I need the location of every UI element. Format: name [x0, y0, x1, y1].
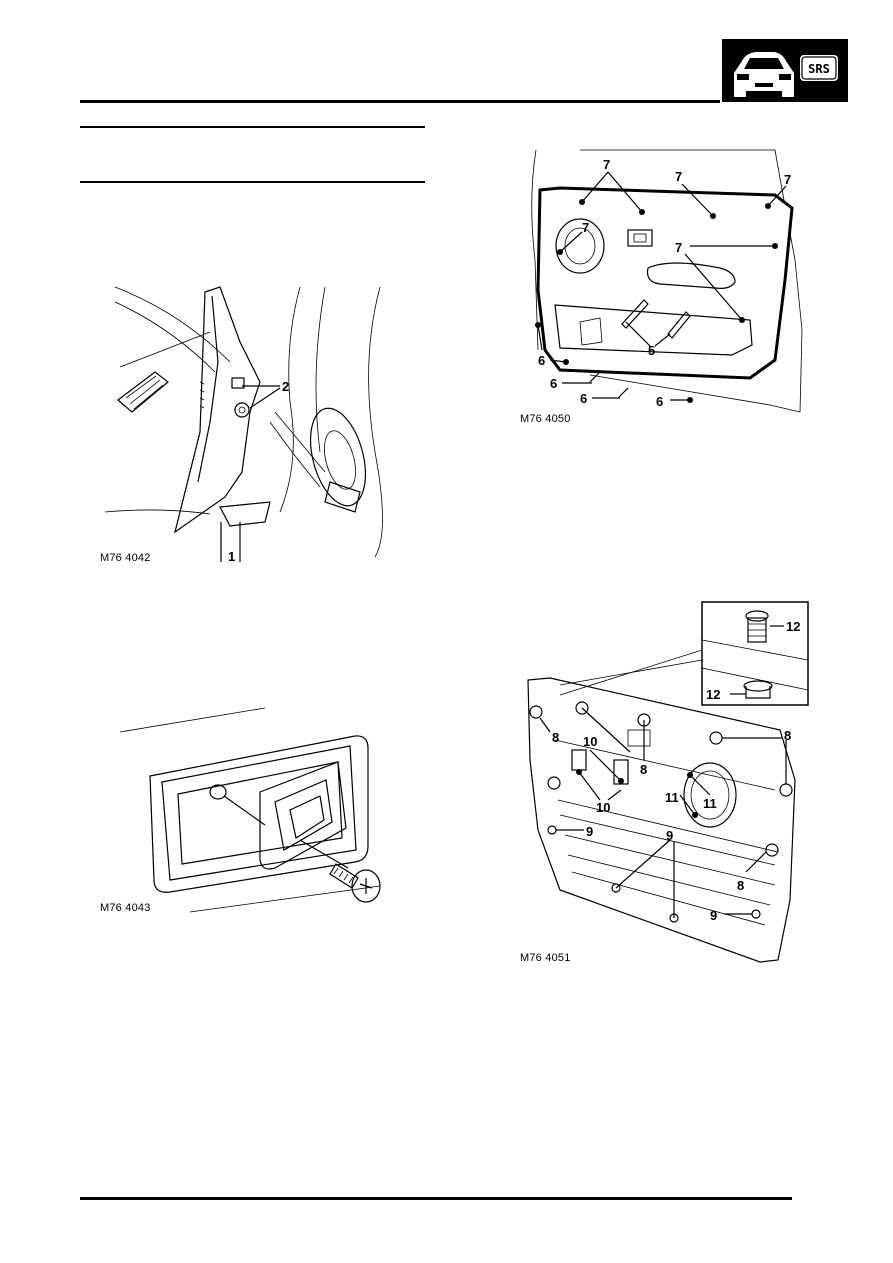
srs-label: SRS: [808, 62, 830, 76]
trim-clip-icons: [529, 701, 793, 857]
callout-8-c: 8: [784, 728, 791, 743]
screw-icon: [329, 863, 381, 903]
screw-icon: [621, 299, 691, 339]
callout-8-a: 8: [552, 730, 559, 745]
callout-9-c: 9: [710, 908, 717, 923]
handle-bezel-illustration: [119, 707, 381, 913]
door-handle-lever: [259, 761, 347, 870]
pillar-trim-illustration: 2 1: [104, 286, 383, 564]
callout-12-b: 12: [706, 687, 720, 702]
figure-m76-4043: M76 4043: [100, 700, 400, 920]
section-rule-bottom: [80, 181, 425, 183]
srs-badge: SRS: [722, 39, 848, 102]
figure-caption: M76 4051: [520, 952, 571, 964]
callout-7-b: 7: [675, 169, 682, 184]
door-trim-casing: [536, 186, 794, 380]
callout-8-b: 8: [640, 762, 647, 777]
seatbelt-reel: [310, 407, 366, 513]
header-rule: [80, 100, 720, 103]
vent-grille: [117, 371, 169, 413]
callout-7-d: 7: [582, 220, 589, 235]
callout-6-b: 6: [550, 376, 557, 391]
handle-surround: [149, 735, 369, 893]
figure-caption: M76 4043: [100, 902, 151, 914]
callout-9-a: 9: [586, 824, 593, 839]
callout-11-b: 11: [703, 796, 717, 811]
door-trim-casing-illustration: 7 7 7 7 7 5 6 6 6 6: [531, 149, 803, 413]
callout-10-b: 10: [596, 800, 610, 815]
figure-m76-4042: 2 1 M76 4042: [100, 282, 420, 567]
callout-2: 2: [282, 379, 289, 394]
pillar-trim-panel: [174, 286, 261, 534]
callout-1: 1: [228, 549, 235, 564]
trim-casing-rear-illustration: 12 12: [527, 601, 809, 963]
figure-caption: M76 4050: [520, 413, 571, 425]
door-trim-casing-rear: [527, 677, 796, 963]
footer-rule: [80, 1197, 792, 1200]
callout-6-c: 6: [580, 391, 587, 406]
figure-m76-4051: 12 12: [520, 600, 820, 968]
car-front-icon: SRS: [734, 52, 838, 97]
figure-m76-4050: 7 7 7 7 7 5 6 6 6 6 M76 4050: [520, 149, 820, 435]
callout-7-e: 7: [675, 240, 682, 255]
callout-6-a: 6: [538, 353, 545, 368]
clip-detail-inset: 12 12: [701, 601, 809, 706]
callout-12-a: 12: [786, 619, 800, 634]
callout-11-a: 11: [665, 790, 679, 805]
callout-9-b: 9: [666, 828, 673, 843]
callout-5: 5: [648, 343, 655, 358]
section-rule-top: [80, 126, 425, 128]
callout-10-a: 10: [583, 734, 597, 749]
callout-6-d: 6: [656, 394, 663, 409]
callout-8-d: 8: [737, 878, 744, 893]
callout-7-a: 7: [603, 157, 610, 172]
callout-7-c: 7: [784, 172, 791, 187]
figure-caption: M76 4042: [100, 552, 151, 564]
